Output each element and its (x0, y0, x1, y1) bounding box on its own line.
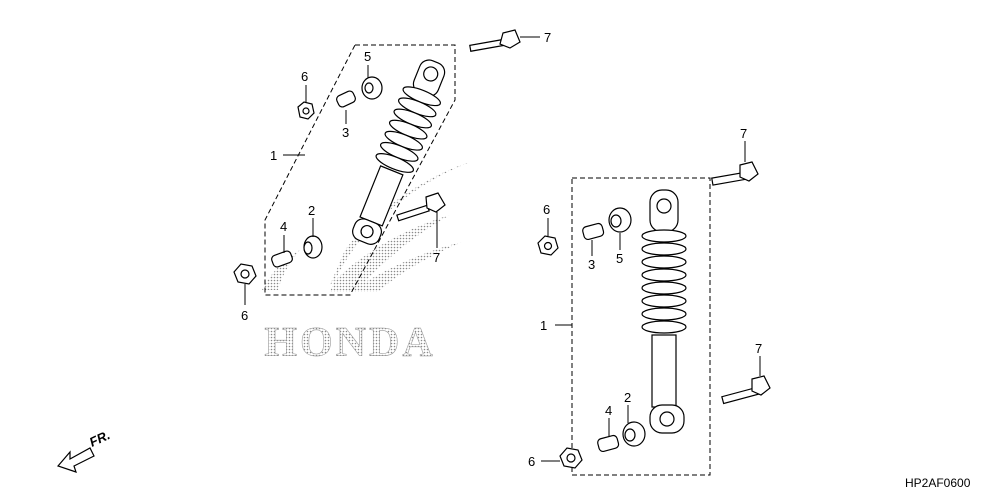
right-label-7-bottom: 7 (755, 341, 762, 356)
left-label-2: 2 (308, 203, 315, 218)
right-label-5: 5 (616, 251, 623, 266)
right-collar-4 (597, 434, 620, 453)
diagram-code: HP2AF0600 (905, 476, 971, 490)
right-bolt-7-bottom (721, 375, 771, 405)
left-assembly: 6 3 5 7 1 2 4 7 6 (233, 29, 551, 323)
front-direction-label: FR. (87, 427, 112, 449)
left-label-1: 1 (270, 148, 277, 163)
left-label-7-mid: 7 (433, 250, 440, 265)
right-label-1: 1 (540, 318, 547, 333)
left-bolt-7-top (469, 29, 521, 52)
honda-watermark-text: HONDA (264, 320, 435, 366)
right-label-6-top: 6 (543, 202, 550, 217)
right-label-6-bottom: 6 (528, 454, 535, 469)
right-label-4: 4 (605, 403, 612, 418)
left-collar-4 (271, 250, 293, 268)
right-shock-absorber (641, 189, 687, 434)
right-collar-3 (582, 222, 605, 241)
left-label-6-top: 6 (301, 69, 308, 84)
right-label-2: 2 (624, 390, 631, 405)
left-group-bracket (264, 44, 456, 296)
right-label-3: 3 (588, 257, 595, 272)
front-direction-arrow-icon (56, 447, 95, 473)
left-label-3: 3 (342, 125, 349, 140)
left-collar-3 (336, 90, 356, 108)
left-shock-absorber (352, 59, 446, 245)
left-label-4: 4 (280, 219, 287, 234)
left-label-5: 5 (364, 49, 371, 64)
left-label-6-bottom: 6 (241, 308, 248, 323)
left-bolt-7-mid (396, 192, 446, 222)
right-assembly: 6 3 5 7 1 2 4 7 6 (528, 126, 771, 476)
right-group-bracket (571, 177, 711, 476)
right-bolt-7-top (711, 161, 759, 186)
left-label-7-top: 7 (544, 30, 551, 45)
right-label-7-top: 7 (740, 126, 747, 141)
